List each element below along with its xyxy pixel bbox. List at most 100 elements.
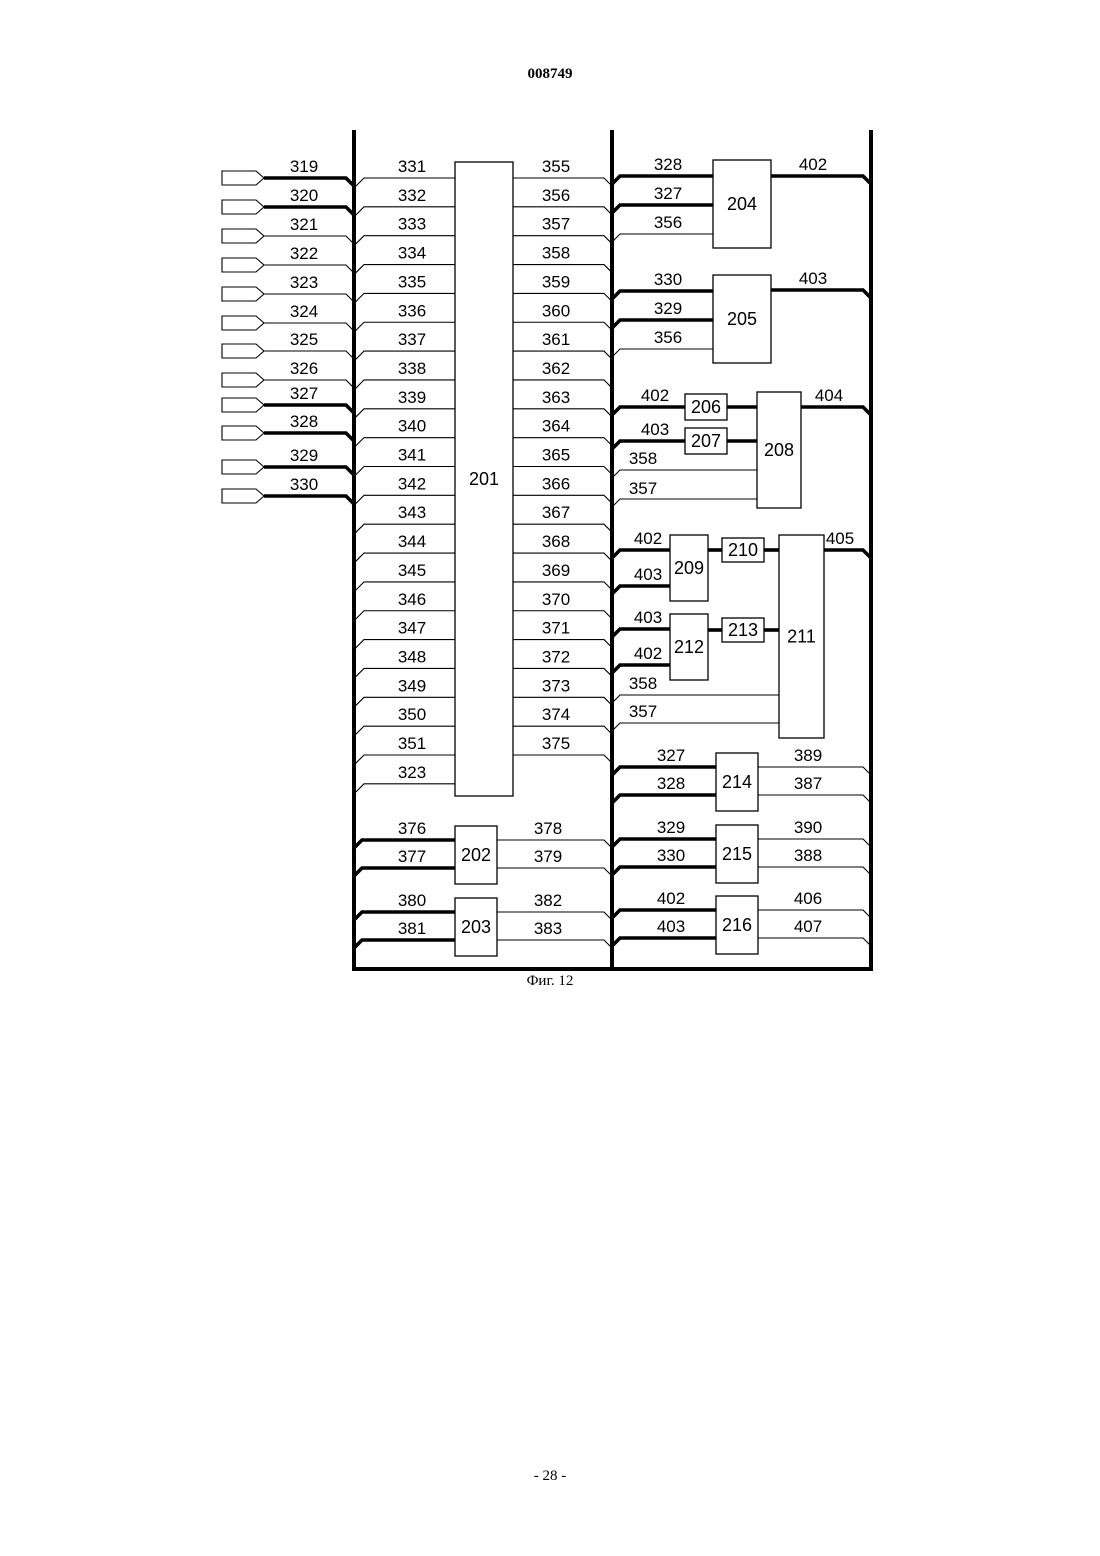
label-215-out-1: 388 [794, 846, 822, 865]
label-201-right-16: 371 [542, 619, 570, 638]
input-connector-324 [222, 316, 264, 330]
wire-216-in-1 [612, 938, 716, 946]
label-208-in-358: 358 [629, 449, 657, 468]
label-201-right-7: 362 [542, 359, 570, 378]
label-205-in-0: 330 [654, 270, 682, 289]
wire-201-right-4 [513, 293, 612, 301]
input-wire-328 [264, 433, 354, 441]
wire-201-right-6 [513, 351, 612, 359]
wire-201-right-13 [513, 553, 612, 561]
wire-209-in-0 [612, 550, 670, 558]
input-wire-323 [264, 294, 354, 302]
label-202-in-1: 377 [398, 847, 426, 866]
block-201-label: 201 [469, 469, 499, 489]
wire-208-in-357 [612, 499, 757, 507]
block-206-label: 206 [691, 397, 721, 417]
label-201-left-5: 336 [398, 301, 426, 320]
figure-caption: Фиг. 12 [450, 973, 650, 990]
label-205-in-1: 329 [654, 299, 682, 318]
wire-201-left-21 [354, 784, 455, 794]
block-203-label: 203 [461, 917, 491, 937]
wire-201-right-12 [513, 524, 612, 532]
wire-204-in-1 [612, 205, 713, 213]
wire-203-in-1 [354, 940, 455, 948]
wire-211-in-357 [612, 723, 779, 731]
wire-201-right-18 [513, 697, 612, 705]
wire-201-right-10 [513, 467, 612, 475]
wire-214-out-1 [758, 795, 871, 803]
label-216-out-1: 407 [794, 917, 822, 936]
label-201-right-15: 370 [542, 590, 570, 609]
label-203-out-0: 382 [534, 891, 562, 910]
label-214-in-1: 328 [657, 774, 685, 793]
wire-201-right-15 [513, 611, 612, 619]
block-207-label: 207 [691, 431, 721, 451]
label-216-in-0: 402 [657, 889, 685, 908]
input-connector-327 [222, 398, 264, 412]
label-201-right-3: 358 [542, 244, 570, 263]
label-207-in: 403 [641, 420, 669, 439]
input-label-329: 329 [290, 446, 318, 465]
wire-211-out [824, 550, 871, 558]
label-201-left-1: 332 [398, 186, 426, 205]
wire-201-right-8 [513, 409, 612, 417]
block-213-label: 213 [728, 620, 758, 640]
input-wire-329 [264, 467, 354, 475]
label-201-left-6: 337 [398, 330, 426, 349]
wire-201-right-11 [513, 495, 612, 503]
input-connector-321 [222, 229, 264, 243]
wire-215-out-1 [758, 867, 871, 875]
input-connector-325 [222, 344, 264, 358]
input-label-326: 326 [290, 359, 318, 378]
wire-202-out-1 [497, 868, 612, 876]
wire-201-right-3 [513, 265, 612, 273]
label-201-left-17: 348 [398, 647, 426, 666]
label-201-left-11: 342 [398, 474, 426, 493]
label-216-out-0: 406 [794, 889, 822, 908]
wire-201-right-19 [513, 726, 612, 734]
label-211-in-357: 357 [629, 702, 657, 721]
input-connector-329 [222, 460, 264, 474]
label-201-left-12: 343 [398, 503, 426, 522]
label-201-left-21: 323 [398, 763, 426, 782]
input-connector-320 [222, 200, 264, 214]
input-label-322: 322 [290, 244, 318, 263]
label-215-in-1: 330 [657, 846, 685, 865]
label-203-in-0: 380 [398, 891, 426, 910]
label-201-right-14: 369 [542, 561, 570, 580]
label-201-right-4: 359 [542, 272, 570, 291]
wire-205-in-1 [612, 320, 713, 328]
label-204-out: 402 [799, 155, 827, 174]
wire-204-out [771, 176, 871, 184]
label-201-left-8: 339 [398, 388, 426, 407]
label-201-right-1: 356 [542, 186, 570, 205]
input-connector-323 [222, 287, 264, 301]
label-203-in-1: 381 [398, 919, 426, 938]
label-209-in-0: 402 [634, 529, 662, 548]
wire-216-out-1 [758, 938, 871, 946]
label-201-left-15: 346 [398, 590, 426, 609]
label-201-right-10: 365 [542, 446, 570, 465]
label-201-right-9: 364 [542, 417, 570, 436]
label-214-out-1: 387 [794, 774, 822, 793]
label-201-right-6: 361 [542, 330, 570, 349]
label-201-left-3: 334 [398, 244, 426, 263]
wire-201-right-17 [513, 668, 612, 676]
wire-212-in-1 [612, 665, 670, 673]
input-label-330: 330 [290, 475, 318, 494]
label-201-left-4: 335 [398, 272, 426, 291]
input-connector-330 [222, 489, 264, 503]
input-wire-319 [264, 178, 354, 186]
label-201-right-18: 373 [542, 676, 570, 695]
block-210-label: 210 [728, 540, 758, 560]
block-209-label: 209 [674, 558, 704, 578]
label-201-right-5: 360 [542, 301, 570, 320]
label-201-left-2: 333 [398, 215, 426, 234]
wire-204-in-0 [612, 176, 713, 184]
wire-201-right-7 [513, 380, 612, 388]
wire-204-in-2 [612, 234, 713, 242]
input-wire-322 [264, 265, 354, 273]
label-205-in-2: 356 [654, 328, 682, 347]
label-204-in-2: 356 [654, 213, 682, 232]
